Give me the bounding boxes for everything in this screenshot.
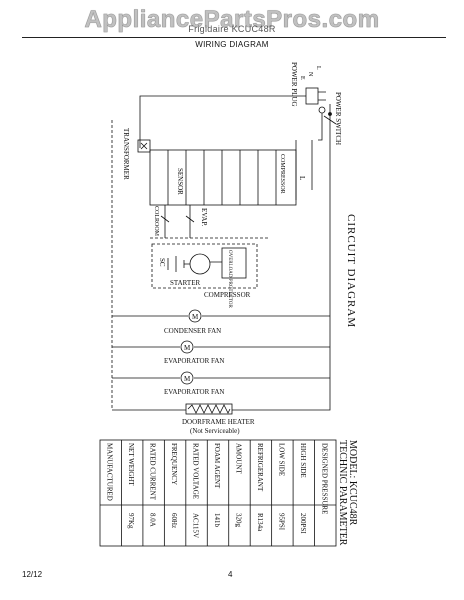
plug-pin-n: N — [307, 72, 313, 77]
parameter-name: LOW SIDE — [277, 443, 285, 476]
footer-page-number: 4 — [228, 570, 233, 579]
compressor-assembly — [151, 243, 258, 289]
header-subtitle: Frigidaire KCUC48R — [188, 24, 276, 34]
power-switch-label: POWER SWITCH — [334, 92, 342, 145]
condenser-fan-motor — [112, 309, 330, 323]
transformer-label: TRANSFORMER — [122, 128, 130, 180]
header-rule — [22, 37, 446, 38]
plug-pin-e: E — [299, 76, 305, 80]
compressor-label: COMPRESSOR — [204, 291, 251, 299]
control-board — [149, 149, 297, 206]
parameter-name: HIGH SIDE — [299, 443, 307, 478]
circuit-diagram-title: CIRCUIT DIAGRAM — [345, 214, 357, 328]
model-label: MODEL: KCUC48R — [347, 440, 358, 526]
colroom-sensor — [160, 205, 170, 238]
footer-date: 12/12 — [22, 570, 43, 579]
parameter-table-grid — [99, 439, 337, 547]
parameter-value: 200PSI — [299, 513, 307, 534]
parameter-value: AC115V — [192, 513, 200, 538]
power-switch-symbol — [323, 104, 337, 140]
evap-sensor — [185, 205, 195, 238]
evaporator-fan-2-label: EVAPORATOR FAN — [164, 388, 225, 396]
compressor-terminal-label: COMPRESSOR — [279, 154, 285, 194]
plug-pin-l: L — [315, 66, 321, 70]
not-serviceable-label: (Not Serviceable) — [190, 427, 240, 435]
line-label: L — [298, 176, 306, 180]
parameter-name: FREQUENCY — [170, 443, 178, 485]
parameter-name: FOAM AGENT — [213, 443, 221, 489]
watermark-logo: AppliancePartsPros.com — [84, 6, 380, 34]
parameter-name: REFRIGERANT — [256, 443, 264, 492]
technic-parameter-heading: TECHNIC PARAMETER — [337, 440, 348, 546]
evaporator-fan-1-label: EVAPORATOR FAN — [164, 357, 225, 365]
sc-label: SC — [158, 258, 166, 267]
parameter-name: RATED VOLTAGE — [192, 443, 200, 499]
parameter-value: 8.0A — [149, 513, 157, 527]
parameter-name: NET WEIGHT — [127, 443, 135, 486]
evaporator-fan-2-motor — [112, 371, 330, 385]
sensor-label: SENSOR — [176, 168, 184, 195]
doorframe-heater — [185, 403, 233, 415]
transformer-symbol — [137, 139, 151, 153]
parameter-value: 60Hz — [170, 513, 178, 528]
parameter-value: R134a — [256, 513, 264, 532]
condenser-fan-label: CONDENSER FAN — [164, 327, 221, 335]
parameter-table-rows: DESIGNED PRESSURE HIGH SIDE 200PSI LOW SIDE… — [106, 440, 328, 546]
power-plug-label: POWER PLUG — [290, 62, 298, 107]
parameter-value: 141b — [213, 513, 221, 528]
parameter-name: MANUFACTURED — [106, 443, 114, 501]
evap-label: EVAP. — [200, 208, 208, 227]
doorframe-heater-label: DOORFRAME HEATER — [182, 418, 255, 426]
page-title: WIRING DIAGRAM — [195, 40, 269, 49]
evaporator-fan-2-motor-symbol: M — [184, 375, 191, 383]
overload-protector-label: OVERLOAD PROTECTOR — [227, 250, 232, 308]
parameter-name: RATED CURRENT — [149, 443, 157, 501]
condenser-fan-motor-symbol: M — [192, 313, 199, 321]
parameter-name: AMOUNT — [234, 443, 242, 474]
starter-label: STARTER — [170, 279, 200, 287]
evaporator-fan-1-motor-symbol: M — [184, 344, 191, 352]
parameter-value: 97Kg — [127, 513, 135, 529]
colroom-label: COLROOM — [153, 206, 159, 237]
parameter-name: DESIGNED PRESSURE — [320, 443, 328, 514]
parameter-value: 95PSI — [277, 513, 285, 531]
evaporator-fan-1-motor — [112, 340, 330, 354]
power-plug — [305, 87, 326, 114]
parameter-value: 320g — [234, 513, 242, 528]
